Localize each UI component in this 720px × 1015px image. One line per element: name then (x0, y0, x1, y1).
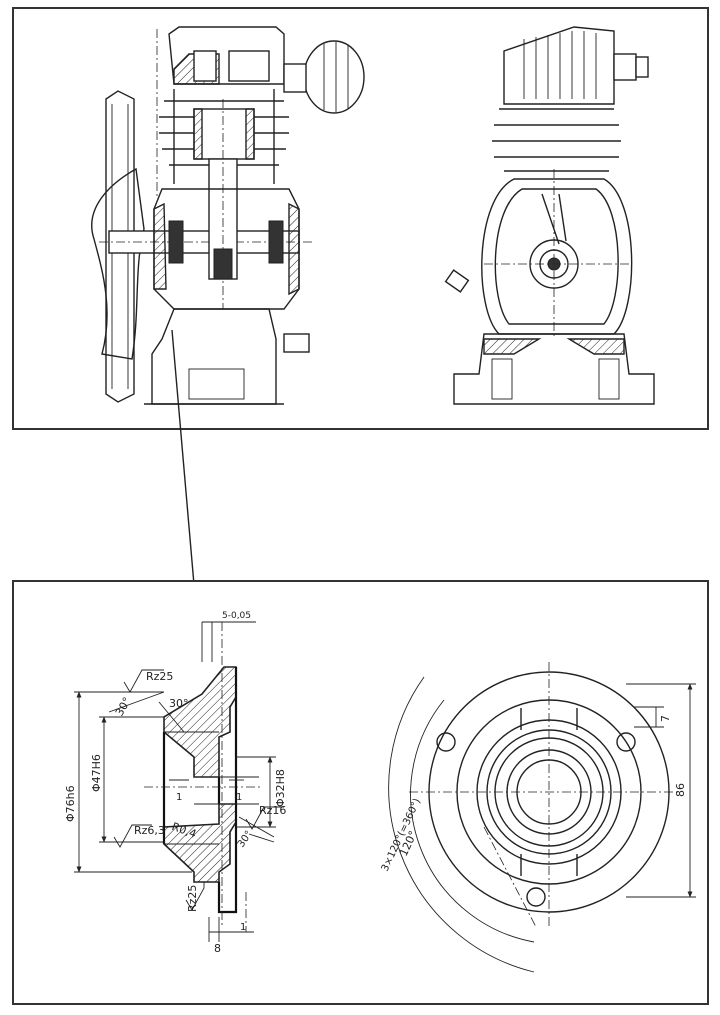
dim-bore-diameter: Φ32H8 (274, 769, 287, 807)
angle-chamfer-bore: 30° (236, 829, 255, 850)
bearing-cover-detail: 5-0,05 Rz25 30° 30° Φ76h6 Φ47H6 1 1 Φ32H… (64, 611, 696, 973)
dim-hole-size: 7 (659, 715, 672, 722)
compressor-assembly-drawing (91, 26, 655, 405)
bolt-hole-bottom (526, 887, 546, 907)
compressor-side-section-view (91, 26, 365, 405)
dim-offset-bottom: 1 (240, 922, 246, 933)
air-filter (303, 40, 365, 114)
fan-blade (91, 167, 145, 360)
front-cylinder-fins (492, 108, 621, 172)
compressor-base (151, 308, 277, 405)
bolt-hole-right (616, 732, 636, 752)
dim-offset-right: 1 (236, 792, 242, 803)
dim-pcd: 86 (674, 783, 687, 797)
angle-chamfer-top: 30° (169, 697, 189, 710)
dim-inner-diameter: Φ47H6 (90, 754, 103, 792)
section-body-lower (163, 803, 237, 883)
compressor-assembly-panel (12, 7, 709, 430)
roughness-outer: Rz25 (146, 670, 173, 683)
section-body-upper (163, 666, 237, 778)
front-base (453, 333, 655, 405)
cover-section-view (74, 621, 284, 942)
dim-offset-left: 1 (176, 792, 182, 803)
roughness-face: Rz25 (186, 885, 199, 912)
detail-drawing-panel: 5-0,05 Rz25 30° 30° Φ76h6 Φ47H6 1 1 Φ32H… (12, 580, 709, 1005)
angle-chamfer-left: 30° (113, 695, 134, 718)
front-crankcase (481, 178, 633, 335)
pulley-left (105, 90, 135, 403)
dim-outer-diameter: Φ76h6 (64, 785, 77, 822)
roughness-inner: Rz6,3 (134, 824, 165, 837)
cover-front-view (388, 662, 696, 973)
dim-thickness: 8 (214, 942, 221, 955)
bolt-hole-left (436, 732, 456, 752)
compressor-front-view (444, 26, 655, 405)
dim-flange-width: 5-0,05 (222, 611, 251, 621)
roughness-bore: Rz16 (259, 804, 286, 817)
